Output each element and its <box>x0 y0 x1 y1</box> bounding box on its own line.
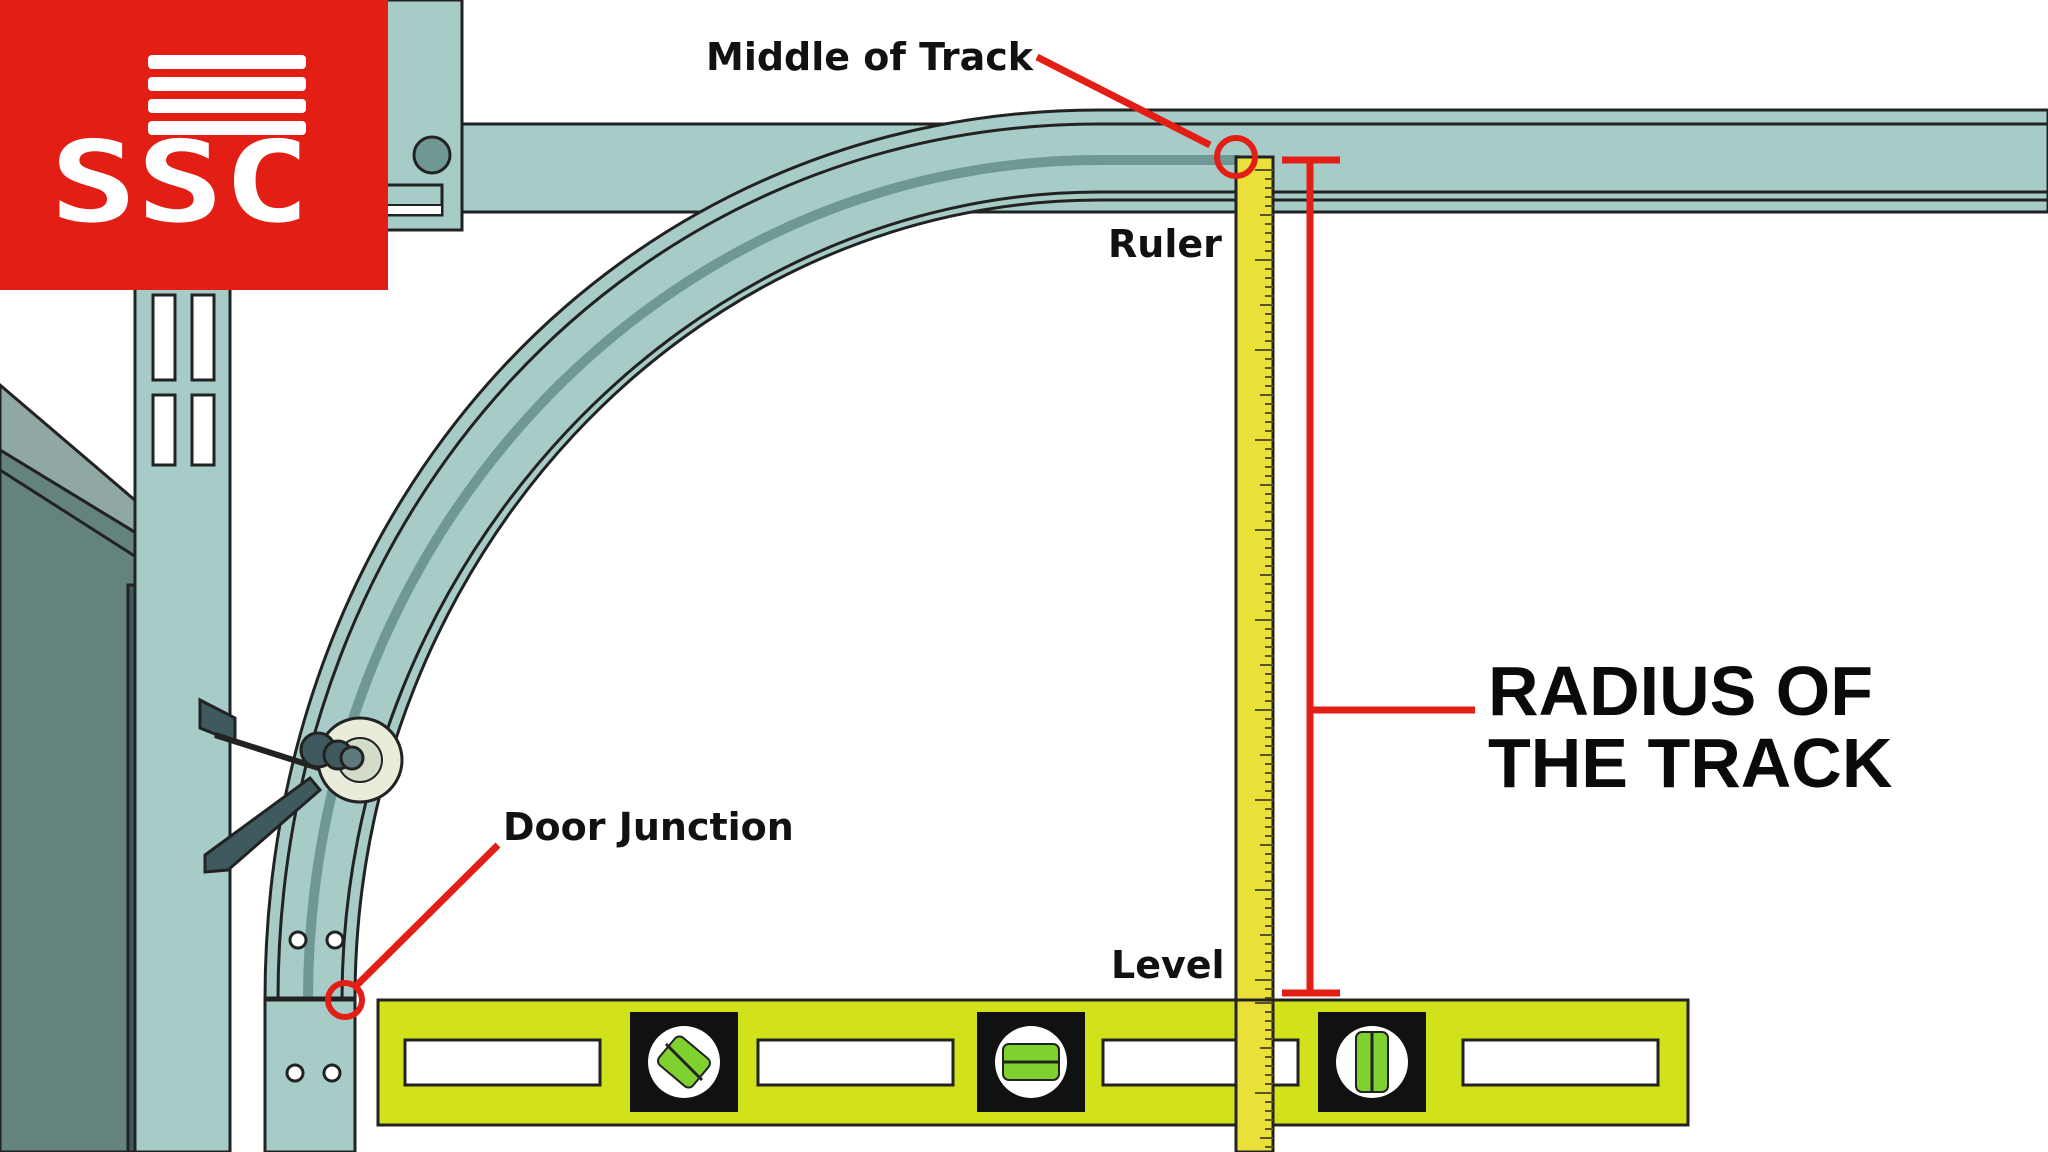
label-radius-line1: RADIUS OF <box>1488 652 1873 730</box>
level-bubble-icon <box>1318 1012 1426 1112</box>
ruler-front <box>1234 998 1275 1152</box>
label-middle-of-track: Middle of Track <box>706 35 1034 79</box>
door-roller <box>198 697 404 874</box>
label-level: Level <box>1111 943 1225 987</box>
curved-track <box>263 108 2048 1152</box>
level-bubble-icon <box>630 1012 738 1112</box>
label-radius-line2: THE TRACK <box>1488 724 1892 802</box>
label-door-junction: Door Junction <box>503 805 794 849</box>
middle-of-track-callout <box>1035 53 1258 179</box>
door-junction-callout <box>325 842 501 1020</box>
logo-text: SSC <box>50 118 310 248</box>
radius-dimension <box>1282 156 1475 997</box>
top-hanger-bracket <box>378 0 464 232</box>
level-bubble-icon <box>977 1012 1085 1112</box>
label-ruler: Ruler <box>1108 222 1222 266</box>
spirit-level <box>376 998 1690 1127</box>
ssc-logo: SSC <box>0 0 388 290</box>
